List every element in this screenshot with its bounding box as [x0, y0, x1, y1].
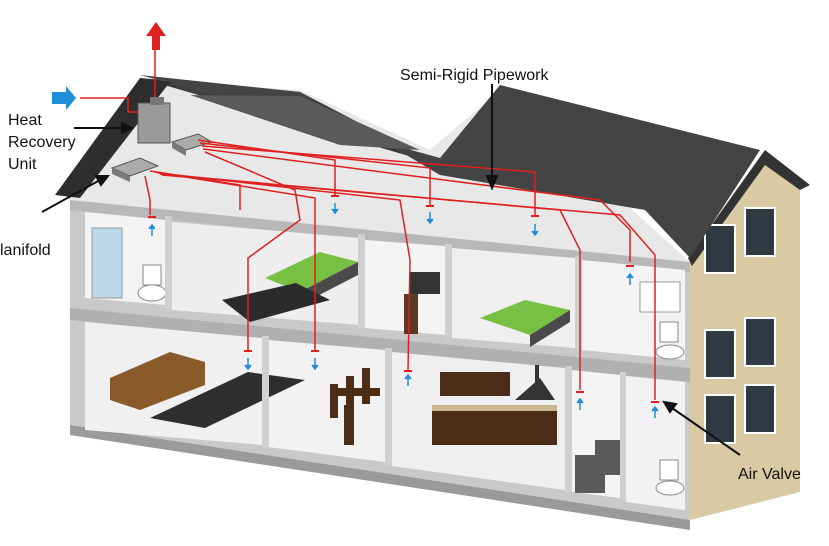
arrow-up-icon	[146, 22, 166, 50]
washing-machines	[575, 440, 620, 493]
dining-set	[330, 368, 380, 445]
manifold-label: lanifold	[0, 242, 51, 259]
heat-recovery-label-line1: Heat	[8, 112, 42, 129]
ground-floor-slab	[70, 425, 690, 530]
roof-skylight	[190, 95, 420, 150]
beds	[222, 252, 570, 347]
first-floor-slab	[70, 200, 690, 272]
middle-floor-slab	[70, 308, 690, 382]
gable-trim	[688, 150, 810, 266]
pipework-label: Semi-Rigid Pipework	[400, 67, 549, 84]
air-valve-label: Air Valve	[738, 466, 801, 483]
valve-caps	[148, 195, 659, 403]
heat-recovery-label-line3: Unit	[8, 156, 37, 173]
interior-walls	[165, 216, 626, 500]
manifold-lower	[110, 157, 160, 182]
air-valves	[148, 203, 659, 418]
heat-recovery-unit	[137, 97, 171, 144]
desk	[404, 272, 440, 334]
gable-windows	[704, 207, 776, 444]
semi-rigid-pipework	[80, 50, 656, 400]
roof-main	[140, 75, 760, 258]
shower	[91, 227, 123, 299]
heat-recovery-label-line2: Recovery	[8, 134, 76, 151]
bathtub	[639, 281, 681, 313]
callout-pointers	[41, 84, 741, 456]
toilets	[137, 264, 685, 496]
arrow-right-icon	[52, 86, 76, 110]
kitchen	[432, 365, 557, 445]
